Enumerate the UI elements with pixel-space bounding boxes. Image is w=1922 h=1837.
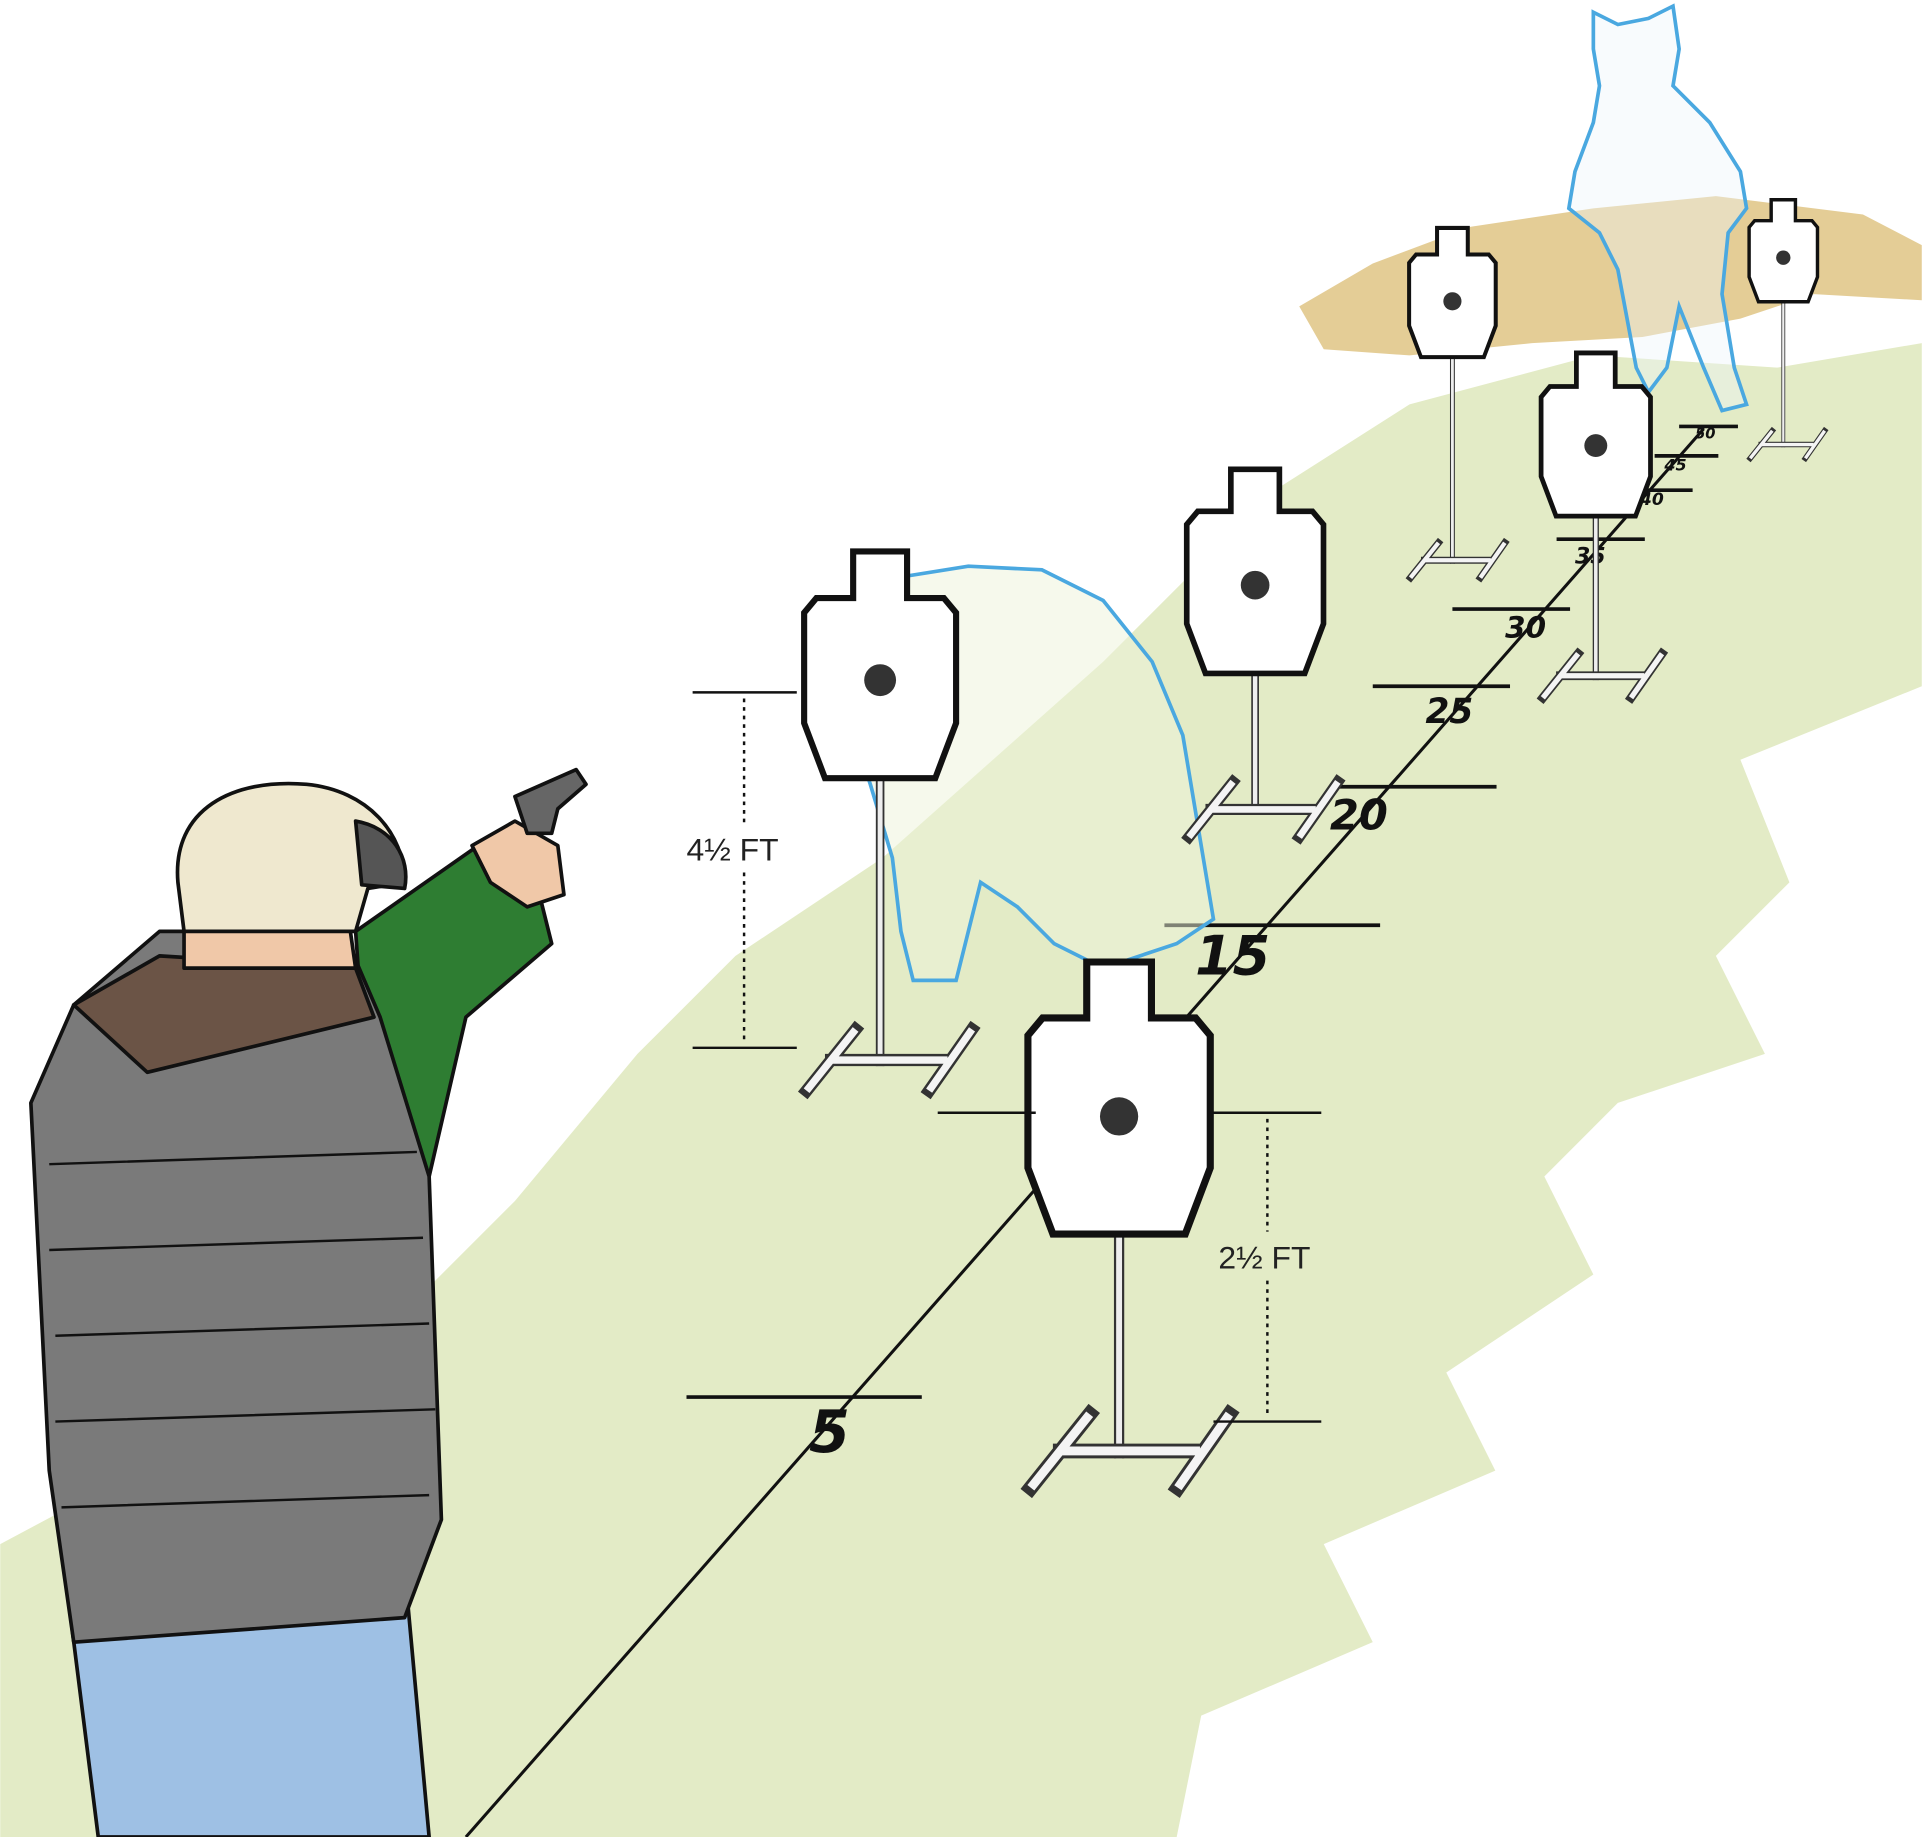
distance-marker-label: 25 bbox=[1425, 692, 1473, 732]
target-dot bbox=[1240, 570, 1270, 600]
target-dot bbox=[1776, 250, 1791, 265]
target-dot bbox=[1099, 1097, 1139, 1136]
distance-marker-label: 5 bbox=[809, 1397, 850, 1466]
target-dot bbox=[1443, 292, 1462, 311]
lower-height-dimension bbox=[937, 1111, 1322, 1423]
distance-marker-label: 20 bbox=[1330, 791, 1388, 840]
arm-hands bbox=[470, 819, 566, 909]
target-dot bbox=[864, 664, 897, 697]
distance-marker-label: 45 bbox=[1663, 456, 1686, 475]
steel-target bbox=[1020, 958, 1240, 1499]
shooter bbox=[29, 767, 588, 1837]
distance-marker-label: 35 bbox=[1575, 545, 1606, 570]
distance-marker-label: 15 bbox=[1195, 924, 1270, 987]
steel-target bbox=[1536, 350, 1669, 704]
steel-target bbox=[1746, 198, 1829, 463]
target-dot bbox=[1584, 434, 1608, 458]
lower-height-label: 2½ FT bbox=[1218, 1239, 1310, 1275]
grass-field bbox=[0, 343, 1922, 1837]
steel-target bbox=[797, 548, 981, 1100]
targets bbox=[797, 198, 1829, 1499]
upper-height-dimension bbox=[692, 691, 797, 1050]
vest-collar bbox=[71, 954, 376, 1075]
steel-target bbox=[1181, 466, 1346, 845]
distance-marker-label: 30 bbox=[1505, 610, 1546, 644]
upper-height-label: 4½ FT bbox=[686, 831, 778, 867]
steel-target bbox=[1405, 225, 1510, 583]
standing-bear-outline bbox=[1566, 3, 1749, 413]
cap-brim bbox=[353, 819, 408, 891]
distance-marker-label: 50 bbox=[1695, 426, 1715, 443]
revolver bbox=[513, 767, 588, 836]
